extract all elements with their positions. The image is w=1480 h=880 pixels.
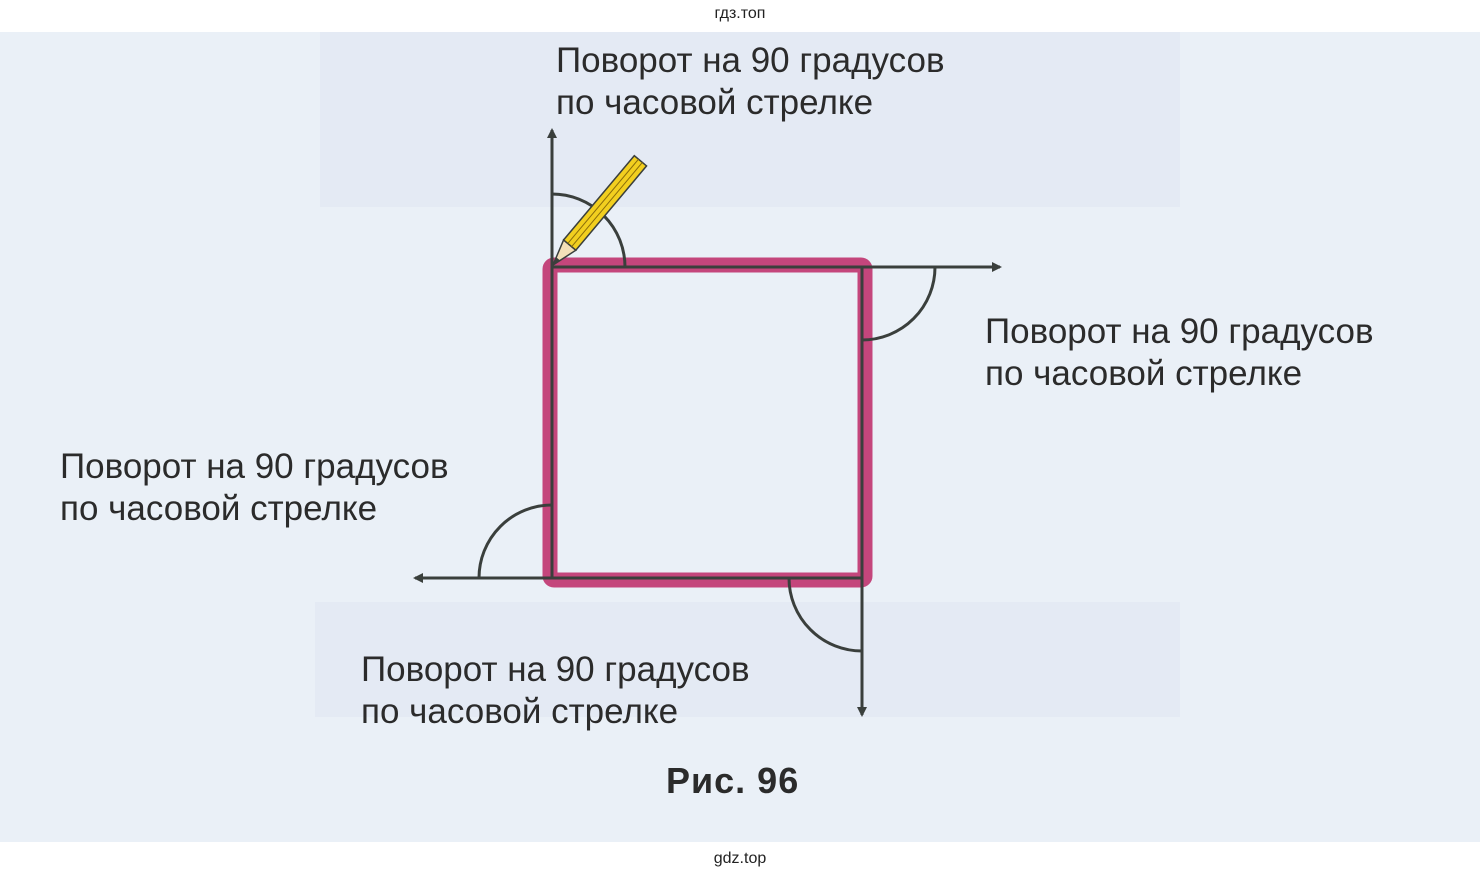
figure-caption: Рис. 96 [666, 760, 800, 801]
label-top: Поворот на 90 градусов по часовой стрелк… [556, 40, 945, 124]
pencil-icon [551, 154, 648, 267]
label-line: Поворот на 90 градусов [361, 650, 750, 689]
label-line: по часовой стрелке [556, 83, 874, 122]
label-bottom: Поворот на 90 градусов по часовой стрелк… [361, 649, 750, 733]
pink-square [542, 257, 873, 588]
label-line: по часовой стрелке [361, 692, 679, 731]
bleed-through-image [320, 32, 1180, 207]
label-left: Поворот на 90 градусов по часовой стрелк… [60, 446, 449, 530]
angle-arc-top-right [861, 266, 937, 342]
label-line: по часовой стрелке [60, 489, 378, 528]
watermark-bottom: gdz.top [713, 850, 767, 867]
angle-arc-bottom-left [477, 503, 553, 579]
bleed-through-image [315, 602, 1180, 717]
watermark-top: гдз.топ [714, 5, 766, 22]
label-right: Поворот на 90 градусов по часовой стрелк… [985, 311, 1374, 395]
label-line: Поворот на 90 градусов [985, 312, 1374, 351]
label-line: Поворот на 90 градусов [60, 447, 449, 486]
label-line: Поворот на 90 градусов [556, 41, 945, 80]
label-line: по часовой стрелке [985, 354, 1303, 393]
angle-arc-bottom-right [787, 577, 863, 653]
textbook-page [0, 32, 1480, 842]
